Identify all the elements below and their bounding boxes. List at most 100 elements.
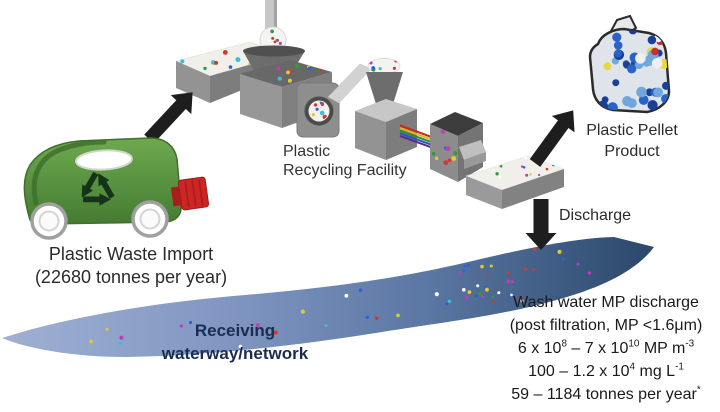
plastic-dot	[447, 158, 452, 163]
stats-annual-load: 59 – 1184 tonnes per year*	[511, 384, 701, 403]
plastic-dot	[300, 309, 305, 314]
plastic-dot	[480, 264, 484, 269]
plastic-dot	[497, 291, 501, 295]
plastic-dot	[524, 156, 528, 160]
plastic-dot	[522, 166, 526, 169]
plastic-dot	[510, 279, 515, 284]
plastic-dot	[320, 102, 325, 107]
receiving-waterway-label: Receiving waterway/network	[145, 319, 325, 365]
plastic-dot	[273, 40, 277, 44]
plastic-dot	[184, 49, 189, 53]
plastic-dot	[466, 263, 471, 267]
plastic-dot	[276, 66, 281, 71]
plastic-dot	[653, 87, 663, 98]
plastic-dot	[562, 257, 565, 261]
stats-mp-concentration: 6 x 108 – 7 x 1010 MP m-3	[517, 338, 695, 357]
plastic-dot	[270, 29, 274, 34]
plastic-dot	[647, 100, 658, 111]
plastic-dot	[118, 341, 123, 346]
plastic-dot	[484, 285, 487, 288]
plastic-dot	[267, 39, 271, 43]
plastic-dot	[222, 50, 228, 55]
plastic-dot	[552, 160, 556, 164]
plastic-dot	[614, 49, 622, 58]
plastic-dot	[378, 67, 382, 71]
stats-subtitle: (post filtration, MP <1.6μm)	[509, 317, 703, 334]
plastic-dot	[627, 98, 637, 108]
plastic-dot	[486, 275, 489, 278]
discharge-arrow-icon	[525, 199, 557, 250]
microplastic-dots	[89, 247, 592, 349]
waste-import-line1: Plastic Waste Import	[48, 244, 214, 264]
import-arrow-icon	[144, 92, 193, 144]
plastic-dot	[491, 295, 495, 299]
plastic-dot	[431, 151, 436, 156]
plastic-dot	[344, 293, 349, 298]
plastic-dot	[214, 60, 219, 65]
plastic-dot	[495, 172, 499, 176]
plastic-dot	[524, 267, 528, 271]
truck-shoulder-shade	[31, 139, 107, 206]
waste-import-label: Plastic Waste Import (22680 tonnes per y…	[18, 243, 244, 289]
plastic-dot	[520, 165, 524, 168]
plastic-dot	[481, 295, 485, 299]
waste-import-line2: (22680 tonnes per year)	[34, 267, 228, 287]
river-icon	[2, 237, 654, 357]
plastic-dot	[597, 100, 609, 112]
plastic-dot	[277, 76, 282, 81]
plastic-dot	[545, 167, 549, 171]
plastic-dot	[271, 36, 275, 40]
pelletizer-icon	[430, 112, 486, 182]
plastic-dot	[462, 269, 466, 273]
plastic-dot	[105, 327, 109, 331]
plastic-dot	[464, 295, 469, 300]
plastic-dot	[453, 151, 458, 156]
plastic-dot	[235, 57, 241, 63]
plastic-dot	[451, 156, 457, 161]
plastic-scrap-dots	[311, 101, 329, 120]
plastic-dot	[493, 162, 497, 166]
plastic-dot	[204, 329, 209, 334]
plastic-dot	[287, 78, 292, 83]
wash-water-stats: Wash water MP discharge (post filtration…	[474, 291, 720, 406]
plastic-dot	[368, 58, 371, 61]
plastic-dot	[278, 41, 282, 46]
plastic-dot	[187, 43, 191, 47]
plastic-dot	[286, 70, 290, 75]
plastic-dot	[358, 288, 363, 293]
plastic-dot	[520, 299, 524, 303]
plastic-dot	[365, 315, 370, 319]
plastic-dot	[238, 344, 243, 349]
facility-label: Plastic Recycling Facility	[283, 142, 407, 180]
plastic-dot	[636, 86, 647, 98]
plastic-dot	[445, 302, 449, 306]
extruder-icon	[355, 99, 417, 160]
pellet-product-label: Plastic Pellet Product	[572, 120, 692, 162]
plastic-dot	[313, 103, 318, 107]
plastic-dot	[89, 339, 93, 344]
recycling-facility-icon	[175, 0, 565, 209]
plastic-dot	[525, 173, 529, 177]
plastic-dot	[203, 66, 207, 71]
plastic-dot	[205, 43, 211, 49]
plastic-dot	[554, 162, 558, 166]
truck-cap	[170, 176, 210, 211]
plastic-dot	[445, 146, 451, 151]
plastic-dot	[498, 175, 502, 179]
plastic-dot	[651, 58, 663, 69]
plastic-dot	[474, 294, 478, 298]
plastic-dot	[179, 324, 183, 328]
product-arrow-icon	[529, 110, 575, 167]
facility-line2: Recycling Facility	[283, 162, 407, 179]
plastic-dot	[499, 164, 503, 168]
pellet-product-line1: Plastic Pellet	[586, 122, 678, 139]
wash-drum-icon	[296, 82, 340, 138]
plastic-dot	[662, 81, 669, 90]
plastic-dot	[506, 271, 510, 275]
plastic-dot	[182, 46, 187, 52]
plastic-dot	[651, 47, 659, 56]
plastic-dot	[180, 59, 185, 64]
plastic-dot	[323, 109, 329, 115]
